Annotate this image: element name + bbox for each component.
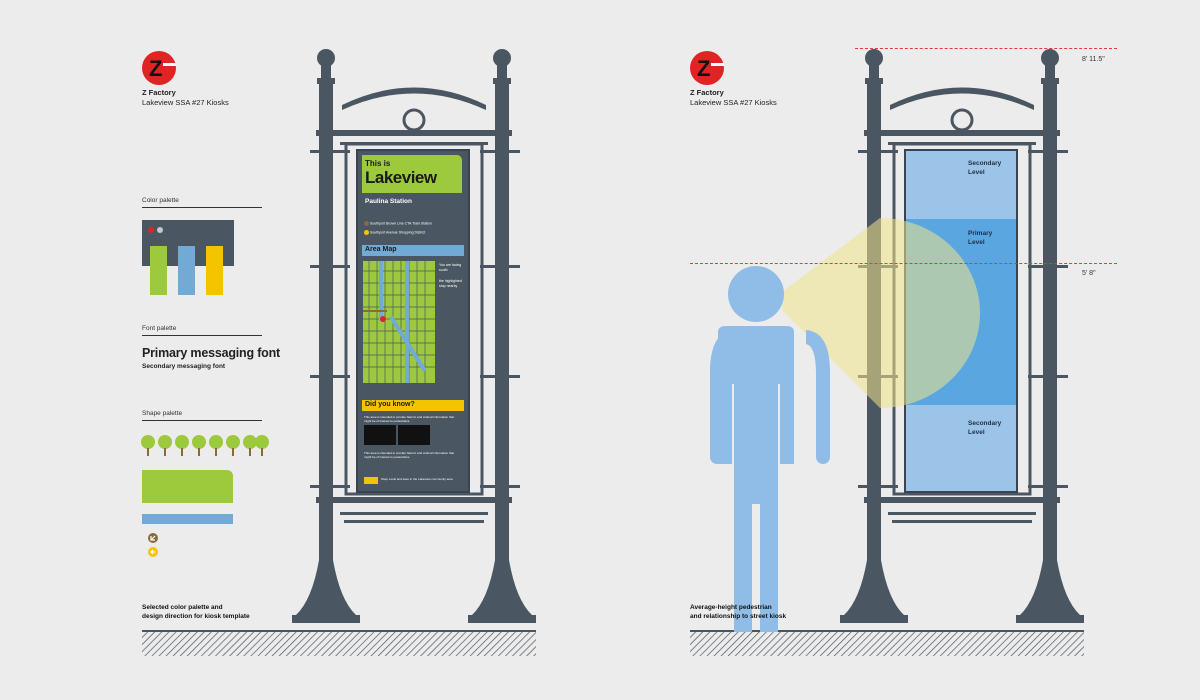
color-palette-rule (142, 207, 262, 208)
kiosk-footer-text: Shop Local and save in the Lakeview comm… (381, 477, 453, 481)
kiosk-heading-small: This is (365, 159, 391, 168)
shape-palette-rule (142, 420, 262, 421)
kiosk-heading-large: Lakeview (365, 168, 437, 187)
z-factory-logo-icon: Z (142, 51, 176, 85)
pedestrian-figure (690, 264, 840, 639)
secondary-font-sample: Secondary messaging font (142, 363, 226, 370)
blue-bar-shape (142, 514, 233, 524)
kiosk-line1: Southport Brown Line CTA Train Station (364, 221, 432, 226)
area-map (363, 261, 435, 383)
photo-box-2 (398, 425, 430, 445)
top-height-line (855, 48, 1117, 49)
area-map-bar: Area Map (362, 245, 464, 256)
font-palette-rule (142, 335, 262, 336)
color-palette-title: Color palette (142, 197, 179, 204)
level-bottom-zone (906, 405, 1016, 491)
ground-right (690, 630, 1084, 663)
kiosk-body-text-2: This area is intended to provide histori… (364, 451, 455, 459)
kiosk-line2: Southport Avenue Shopping District (364, 230, 425, 235)
left-caption-line2: design direction for kiosk template (142, 613, 250, 620)
area-map-title: Area Map (365, 246, 397, 253)
svg-text:Z: Z (697, 56, 710, 81)
kiosk-header-box: This is Lakeview (362, 155, 462, 193)
footer-logo (364, 477, 378, 484)
vision-cone (760, 210, 990, 415)
kiosk-frame-left (290, 40, 540, 645)
level-bottom-line2: Level (968, 429, 985, 436)
z-factory-logo-icon: Z (690, 51, 724, 85)
project-name-right: Lakeview SSA #27 Kiosks (690, 98, 777, 107)
eye-height-label: 5' 8" (1082, 270, 1096, 277)
level-bottom-line1: Secondary (968, 420, 1002, 427)
right-caption-line1: Average-height pedestrian (690, 604, 772, 611)
brown-dot-icon (364, 221, 369, 226)
kiosk-line1-text: Southport Brown Line CTA Train Station (369, 221, 432, 226)
brand-text-left: Z Factory Lakeview SSA #27 Kiosks (142, 88, 229, 108)
left-caption: Selected color palette and design direct… (142, 603, 250, 621)
level-top-line1: Secondary (968, 160, 1002, 167)
kiosk-line2-text: Southport Avenue Shopping District (369, 230, 426, 235)
level-middle-line1: Primary (968, 230, 993, 237)
level-top-label: Secondary Level (968, 159, 1001, 177)
shape-icons (147, 532, 163, 565)
green-banner-shape (142, 470, 233, 503)
eye-height-line (690, 263, 1117, 264)
level-middle-line2: Level (968, 239, 985, 246)
yellow-dot-icon (364, 230, 369, 235)
left-caption-line1: Selected color palette and (142, 604, 223, 611)
map-note-2: the highlighted stop nearby (439, 279, 462, 288)
svg-text:Z: Z (149, 56, 162, 81)
photo-box-1 (364, 425, 396, 445)
shape-palette-title: Shape palette (142, 410, 183, 417)
level-top-line2: Level (968, 169, 985, 176)
map-note-1: You are facing south (439, 263, 462, 272)
kiosk-station: Paulina Station (365, 198, 412, 205)
primary-font-sample: Primary messaging font (142, 346, 281, 360)
right-caption-line2: and relationship to street kiosk (690, 613, 787, 620)
top-height-label: 8' 11.5" (1082, 56, 1105, 63)
level-top-zone (906, 151, 1016, 219)
color-palette-swatch (142, 220, 234, 301)
tree-row-icon (140, 432, 270, 463)
brand-text-right: Z Factory Lakeview SSA #27 Kiosks (690, 88, 777, 108)
project-name: Lakeview SSA #27 Kiosks (142, 98, 229, 107)
level-middle-label: Primary Level (968, 229, 992, 247)
brand-name-right: Z Factory (690, 88, 724, 97)
brand-logo-right: Z (690, 50, 726, 91)
brand-logo-left: Z (142, 50, 178, 91)
did-you-know-title: Did you know? (365, 401, 415, 408)
brand-name: Z Factory (142, 88, 176, 97)
right-caption: Average-height pedestrian and relationsh… (690, 603, 786, 621)
ground-left (142, 630, 536, 663)
kiosk-sign: This is Lakeview Paulina Station Southpo… (356, 149, 470, 493)
font-palette-title: Font palette (142, 325, 177, 332)
did-you-know-bar: Did you know? (362, 400, 464, 411)
kiosk-body-text-1: This area is intended to provide histori… (364, 415, 455, 423)
level-bottom-label: Secondary Level (968, 419, 1001, 437)
